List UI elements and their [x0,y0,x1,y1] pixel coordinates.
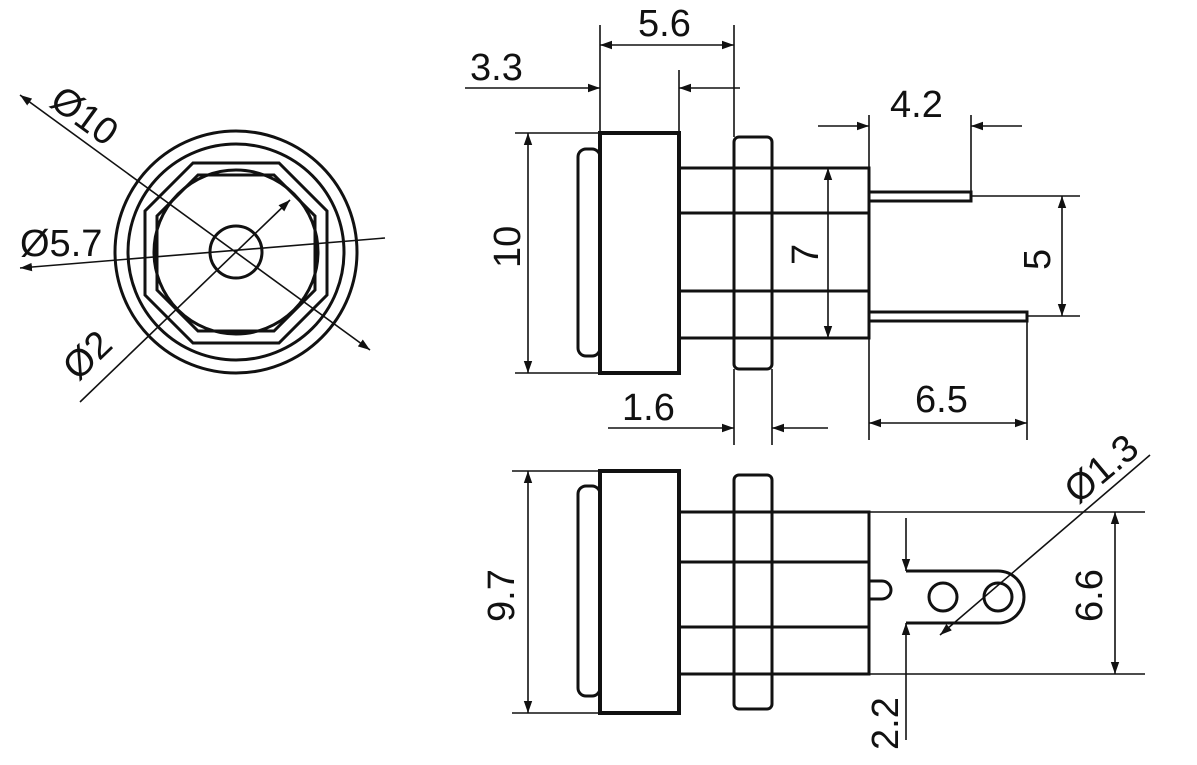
dim-line-pin-diameter [79,199,291,403]
side-cap [576,147,602,358]
label-6-6: 6.6 [1069,569,1111,622]
label-3-3: 3.3 [470,47,523,89]
side-pin-upper [867,190,973,203]
dim-line-hole-diameter [939,454,1151,636]
dim-line-outer-diameter [19,94,371,351]
label-5: 5 [1017,249,1059,270]
label-outer-diameter: Ø10 [43,78,126,154]
label-inner-diameter: Ø5.7 [20,223,102,265]
label-10: 10 [487,226,529,268]
front-view: Ø10 Ø5.7 Ø2 [19,78,386,403]
label-9-7: 9.7 [481,569,523,622]
label-5-6: 5.6 [638,3,691,45]
label-pin-diameter: Ø2 [55,323,121,388]
dim-line-inner-diameter [19,237,386,272]
bottom-pin-stub [869,579,893,601]
label-1-6: 1.6 [622,387,675,429]
side-view: 5.6 3.3 10 7 1.6 4.2 5 6.5 [465,3,1080,445]
bottom-flange [598,469,681,715]
label-hole-diameter: Ø1.3 [1057,427,1147,512]
label-2-2: 2.2 [865,697,907,750]
label-4-2: 4.2 [890,84,943,126]
bottom-barrel [677,510,871,676]
solder-tab [906,569,1026,625]
side-barrel [677,166,871,340]
bottom-nut [732,473,774,711]
side-pin-lower [867,310,1029,323]
bottom-cap [576,484,602,698]
side-flange [598,131,681,375]
solder-hole-2 [982,581,1014,613]
label-7: 7 [785,244,827,265]
label-6-5: 6.5 [915,379,968,421]
solder-hole-1 [927,581,959,613]
side-nut [732,135,774,371]
bottom-view: 9.7 6.6 2.2 Ø1.3 [481,427,1151,750]
